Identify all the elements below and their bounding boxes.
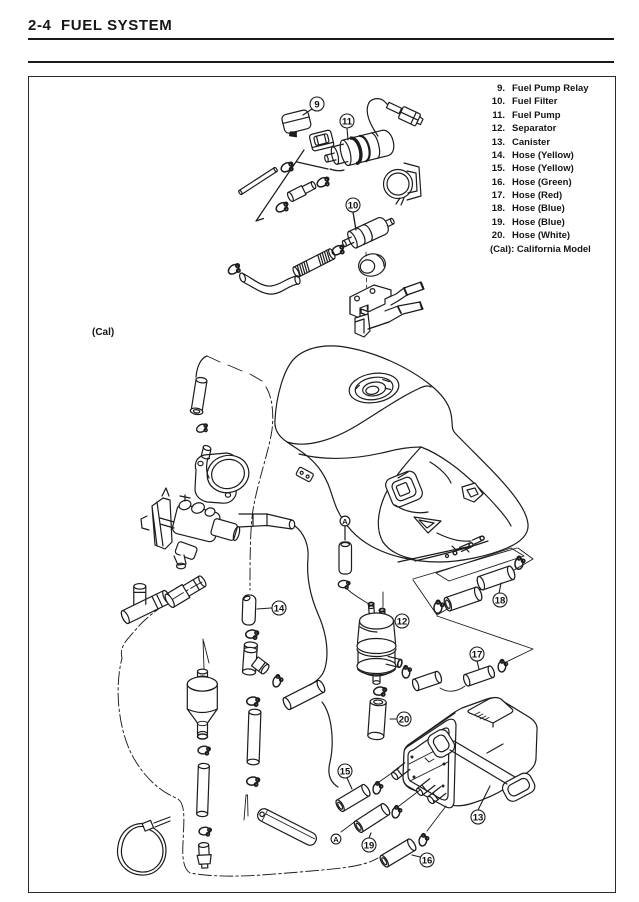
svg-text:18: 18 (495, 595, 506, 606)
svg-text:10: 10 (348, 200, 359, 211)
svg-text:14: 14 (274, 603, 285, 614)
svg-text:A: A (333, 835, 339, 844)
svg-text:11: 11 (342, 116, 353, 127)
svg-text:12: 12 (397, 616, 408, 627)
svg-text:19: 19 (364, 840, 375, 851)
svg-text:20: 20 (399, 714, 410, 725)
svg-text:15: 15 (340, 766, 351, 777)
svg-text:17: 17 (472, 649, 483, 660)
svg-text:13: 13 (473, 812, 484, 823)
svg-text:16: 16 (422, 855, 433, 866)
svg-text:9: 9 (314, 99, 319, 110)
svg-text:A: A (342, 517, 348, 526)
